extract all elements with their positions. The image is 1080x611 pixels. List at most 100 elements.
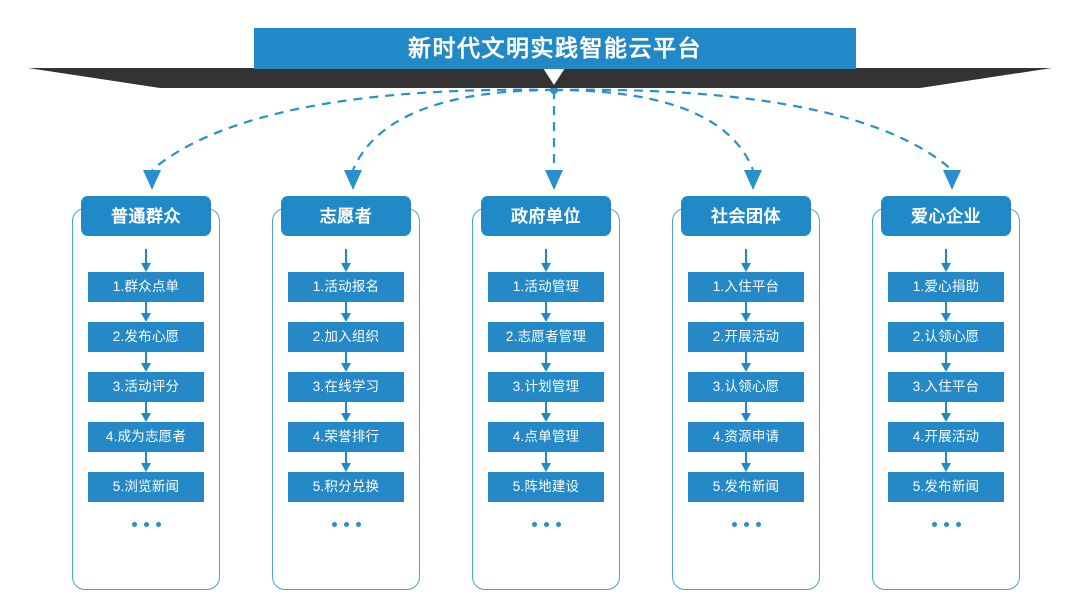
more-items-ellipsis	[931, 522, 961, 527]
step-item[interactable]: 3.认领心愿	[688, 372, 804, 402]
step-label: 2.志愿者管理	[505, 329, 587, 345]
role-header-label-2: 政府单位	[511, 206, 581, 226]
step-label: 2.开展活动	[712, 329, 780, 345]
step-label: 4.开展活动	[912, 429, 980, 445]
down-arrow-icon	[740, 452, 752, 472]
role-steps-4: 1.爱心捐助 2.认领心愿 3.入住平台 4.开展活动 5.发布新闻	[873, 249, 1019, 527]
step-item[interactable]: 1.活动报名	[288, 272, 404, 302]
step-label: 2.加入组织	[312, 329, 380, 345]
down-arrow-icon	[940, 249, 952, 272]
down-arrow-icon	[340, 302, 352, 322]
step-item[interactable]: 3.在线学习	[288, 372, 404, 402]
step-item[interactable]: 2.加入组织	[288, 322, 404, 352]
down-arrow-icon	[740, 249, 752, 272]
down-arrow-icon	[540, 452, 552, 472]
role-steps-1: 1.活动报名 2.加入组织 3.在线学习 4.荣誉排行 5.积分兑换	[273, 249, 419, 527]
role-header-label-3: 社会团体	[711, 206, 781, 226]
step-item[interactable]: 3.入住平台	[888, 372, 1004, 402]
step-item[interactable]: 5.发布新闻	[688, 472, 804, 502]
step-item[interactable]: 1.群众点单	[88, 272, 204, 302]
step-item[interactable]: 4.点单管理	[488, 422, 604, 452]
down-arrow-icon	[340, 352, 352, 372]
step-item[interactable]: 2.志愿者管理	[488, 322, 604, 352]
down-arrow-icon	[740, 402, 752, 422]
step-item[interactable]: 2.开展活动	[688, 322, 804, 352]
more-items-ellipsis	[131, 522, 161, 527]
banner-fill: 新时代文明实践智能云平台	[254, 28, 856, 69]
step-label: 2.发布心愿	[112, 329, 180, 345]
step-item[interactable]: 3.活动评分	[88, 372, 204, 402]
role-header-label-0: 普通群众	[111, 206, 181, 226]
step-label: 5.积分兑换	[312, 479, 380, 495]
down-arrow-icon	[540, 249, 552, 272]
down-arrow-icon	[940, 402, 952, 422]
role-column-4: 爱心企业 1.爱心捐助 2.认领心愿 3.入住平台 4.开展活动 5.发布新闻	[872, 196, 1020, 590]
role-column-3: 社会团体 1.入住平台 2.开展活动 3.认领心愿 4.资源申请 5.发布新闻	[672, 196, 820, 590]
down-arrow-icon	[340, 452, 352, 472]
role-column-0: 普通群众 1.群众点单 2.发布心愿 3.活动评分 4.成为志愿者 5.浏览新闻	[72, 196, 220, 590]
step-item[interactable]: 4.荣誉排行	[288, 422, 404, 452]
step-item[interactable]: 5.发布新闻	[888, 472, 1004, 502]
down-arrow-icon	[540, 302, 552, 322]
step-label: 3.入住平台	[912, 379, 980, 395]
down-arrow-icon	[940, 302, 952, 322]
down-arrow-icon	[340, 249, 352, 272]
step-label: 4.荣誉排行	[312, 429, 380, 445]
step-item[interactable]: 2.发布心愿	[88, 322, 204, 352]
step-label: 4.成为志愿者	[105, 429, 187, 445]
step-item[interactable]: 2.认领心愿	[888, 322, 1004, 352]
step-label: 1.活动管理	[512, 279, 580, 295]
role-header-label-1: 志愿者	[319, 206, 373, 226]
role-column-1: 志愿者 1.活动报名 2.加入组织 3.在线学习 4.荣誉排行 5.积分兑换	[272, 196, 420, 590]
step-item[interactable]: 4.成为志愿者	[88, 422, 204, 452]
role-header-2[interactable]: 政府单位	[481, 196, 611, 236]
step-label: 5.浏览新闻	[112, 479, 180, 495]
down-arrow-icon	[140, 402, 152, 422]
role-column-2: 政府单位 1.活动管理 2.志愿者管理 3.计划管理 4.点单管理 5.阵地建设	[472, 196, 620, 590]
step-label: 1.入住平台	[712, 279, 780, 295]
down-arrow-icon	[140, 452, 152, 472]
role-header-0[interactable]: 普通群众	[81, 196, 211, 236]
down-arrow-icon	[540, 402, 552, 422]
step-item[interactable]: 1.入住平台	[688, 272, 804, 302]
more-items-ellipsis	[531, 522, 561, 527]
step-label: 1.爱心捐助	[912, 279, 980, 295]
step-item[interactable]: 4.资源申请	[688, 422, 804, 452]
role-steps-2: 1.活动管理 2.志愿者管理 3.计划管理 4.点单管理 5.阵地建设	[473, 249, 619, 527]
more-items-ellipsis	[331, 522, 361, 527]
step-label: 1.活动报名	[312, 279, 380, 295]
step-label: 5.发布新闻	[912, 479, 980, 495]
role-header-label-4: 爱心企业	[911, 206, 981, 226]
step-label: 3.活动评分	[112, 379, 180, 395]
role-steps-3: 1.入住平台 2.开展活动 3.认领心愿 4.资源申请 5.发布新闻	[673, 249, 819, 527]
step-item[interactable]: 1.爱心捐助	[888, 272, 1004, 302]
platform-title: 新时代文明实践智能云平台	[408, 35, 702, 61]
step-item[interactable]: 5.浏览新闻	[88, 472, 204, 502]
role-header-3[interactable]: 社会团体	[681, 196, 811, 236]
role-header-4[interactable]: 爱心企业	[881, 196, 1011, 236]
role-header-1[interactable]: 志愿者	[281, 196, 411, 236]
platform-title-banner: 新时代文明实践智能云平台	[254, 28, 856, 69]
step-item[interactable]: 1.活动管理	[488, 272, 604, 302]
down-arrow-icon	[140, 352, 152, 372]
down-arrow-icon	[340, 402, 352, 422]
down-arrow-icon	[940, 352, 952, 372]
down-arrow-icon	[740, 352, 752, 372]
down-arrow-icon	[140, 302, 152, 322]
step-label: 3.计划管理	[512, 379, 580, 395]
step-item[interactable]: 3.计划管理	[488, 372, 604, 402]
down-arrow-icon	[540, 352, 552, 372]
step-label: 5.阵地建设	[512, 479, 580, 495]
step-label: 3.在线学习	[312, 379, 380, 395]
step-item[interactable]: 4.开展活动	[888, 422, 1004, 452]
down-arrow-icon	[940, 452, 952, 472]
step-label: 2.认领心愿	[912, 329, 980, 345]
step-item[interactable]: 5.阵地建设	[488, 472, 604, 502]
role-steps-0: 1.群众点单 2.发布心愿 3.活动评分 4.成为志愿者 5.浏览新闻	[73, 249, 219, 527]
step-label: 4.资源申请	[712, 429, 780, 445]
down-arrow-icon	[740, 302, 752, 322]
step-label: 1.群众点单	[112, 279, 180, 295]
step-item[interactable]: 5.积分兑换	[288, 472, 404, 502]
